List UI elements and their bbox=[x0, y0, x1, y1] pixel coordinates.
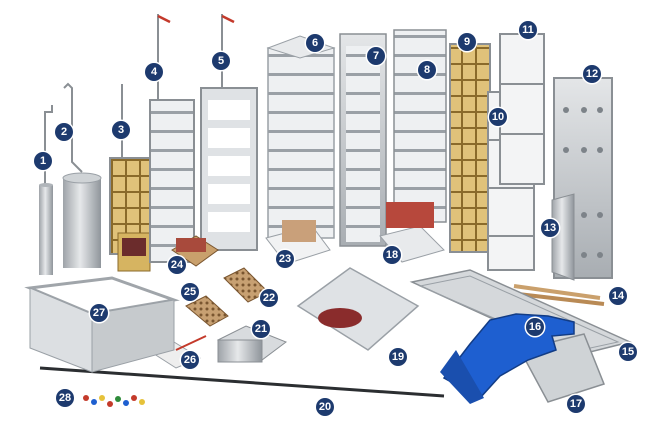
cryogenic-glove bbox=[440, 313, 575, 404]
small-box-rack bbox=[109, 84, 151, 272]
storage-pouch bbox=[296, 267, 420, 351]
frame-rack-top bbox=[499, 33, 545, 185]
wooden-sticks bbox=[513, 284, 605, 306]
narrow-canister bbox=[39, 105, 53, 275]
white-drawer-rack bbox=[393, 29, 447, 223]
item-number-badge-7: 7 bbox=[367, 47, 385, 65]
item-number-badge-2: 2 bbox=[55, 123, 73, 141]
item-number-badge-10: 10 bbox=[489, 108, 507, 126]
item-number-badge-5: 5 bbox=[212, 52, 230, 70]
item-number-badge-22: 22 bbox=[260, 289, 278, 307]
side-panel bbox=[551, 193, 575, 281]
stacked-sleeves-rack bbox=[266, 35, 336, 239]
long-rod bbox=[39, 366, 445, 398]
cardboard-vial-box bbox=[171, 235, 219, 267]
item-number-badge-21: 21 bbox=[252, 320, 270, 338]
item-number-badge-20: 20 bbox=[316, 398, 334, 416]
open-shelf-rack bbox=[149, 14, 195, 263]
item-number-badge-4: 4 bbox=[145, 63, 163, 81]
item-number-badge-6: 6 bbox=[306, 34, 324, 52]
wide-canister bbox=[62, 82, 102, 268]
item-number-badge-13: 13 bbox=[541, 219, 559, 237]
item-number-badge-16: 16 bbox=[526, 318, 544, 336]
item-number-badge-23: 23 bbox=[276, 250, 294, 268]
item-number-badge-8: 8 bbox=[418, 61, 436, 79]
item-number-badge-27: 27 bbox=[90, 304, 108, 322]
item-number-badge-17: 17 bbox=[567, 395, 585, 413]
drawer-rack bbox=[200, 14, 258, 251]
item-number-badge-19: 19 bbox=[389, 348, 407, 366]
item-number-badge-15: 15 bbox=[619, 343, 637, 361]
item-number-badge-28: 28 bbox=[56, 389, 74, 407]
item-number-badge-1: 1 bbox=[34, 152, 52, 170]
item-number-badge-9: 9 bbox=[458, 33, 476, 51]
cardboard-box-column bbox=[449, 43, 491, 253]
metal-bracket bbox=[216, 325, 288, 363]
item-number-badge-11: 11 bbox=[519, 21, 537, 39]
item-number-badge-26: 26 bbox=[181, 351, 199, 369]
perforated-rack-a bbox=[339, 33, 387, 247]
item-number-badge-12: 12 bbox=[583, 65, 601, 83]
item-number-badge-25: 25 bbox=[181, 283, 199, 301]
item-number-badge-14: 14 bbox=[609, 287, 627, 305]
open-frame-box bbox=[24, 276, 180, 373]
pin-block-small bbox=[185, 295, 229, 327]
item-number-badge-18: 18 bbox=[383, 246, 401, 264]
item-number-badge-3: 3 bbox=[112, 121, 130, 139]
colored-vial-caps bbox=[83, 395, 145, 407]
item-number-badge-24: 24 bbox=[168, 256, 186, 274]
